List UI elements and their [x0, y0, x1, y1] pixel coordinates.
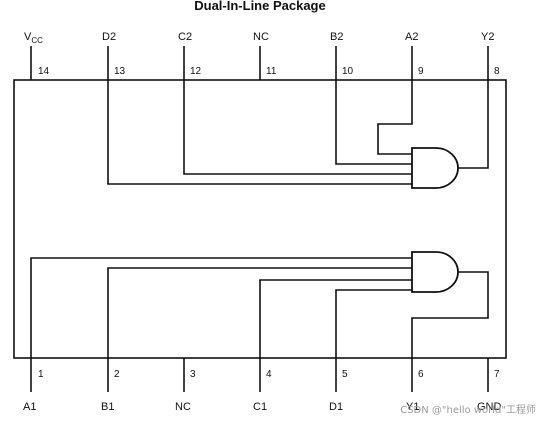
wire-d1: [335, 289, 412, 358]
pin-10-label: B2: [330, 31, 343, 43]
pin-12-number: 12: [190, 66, 202, 77]
upper-gate-wiring: [107, 80, 489, 185]
pin-4-number: 4: [266, 369, 272, 380]
bottom-pin-leads: [30, 358, 489, 392]
pin-3-label: NC: [175, 401, 191, 413]
pin-13-label: D2: [102, 31, 116, 43]
pin-7-label: GND: [477, 401, 502, 413]
pin-2-label: B1: [101, 401, 114, 413]
pin-2-number: 2: [114, 369, 120, 380]
wire-a2: [377, 80, 413, 155]
pin-9-number: 9: [418, 66, 424, 77]
pin-12-label: C2: [178, 31, 192, 43]
pin-14-label: VCC: [24, 31, 43, 45]
and-gate-2: [411, 147, 459, 189]
pin-8-label: Y2: [481, 31, 494, 43]
pin-6-label: Y1: [406, 401, 419, 413]
top-pin-leads: [30, 46, 489, 80]
wire-b2: [335, 80, 412, 165]
watermark: CSDN @"hello world"工程师: [400, 403, 536, 416]
pin-13-number: 13: [114, 66, 126, 77]
wire-b1: [107, 267, 412, 358]
pin-1-number: 1: [38, 369, 44, 380]
pin-4-label: C1: [253, 401, 267, 413]
pin-5-number: 5: [342, 369, 348, 380]
diagram-title: Dual-In-Line Package: [194, 0, 325, 13]
pin-11-label: NC: [253, 31, 269, 43]
and-gate-1: [411, 251, 459, 293]
pin-11-number: 11: [266, 66, 277, 77]
pin-8-number: 8: [494, 66, 500, 77]
wire-a1: [30, 257, 412, 358]
wire-c1: [259, 279, 412, 358]
pin-9-label: A2: [405, 31, 418, 43]
pin-10-number: 10: [342, 66, 354, 77]
pin-5-label: D1: [329, 401, 343, 413]
pin-7-number: 7: [494, 369, 500, 380]
wire-c2: [183, 80, 412, 175]
pin-1-label: A1: [23, 401, 36, 413]
lower-gate-wiring: [30, 257, 489, 358]
wire-y1: [411, 271, 489, 358]
wire-d2: [107, 80, 412, 185]
pin-6-number: 6: [418, 369, 424, 380]
wire-y2: [458, 80, 489, 169]
pin-14-number: 14: [38, 66, 50, 77]
pin-3-number: 3: [190, 369, 196, 380]
